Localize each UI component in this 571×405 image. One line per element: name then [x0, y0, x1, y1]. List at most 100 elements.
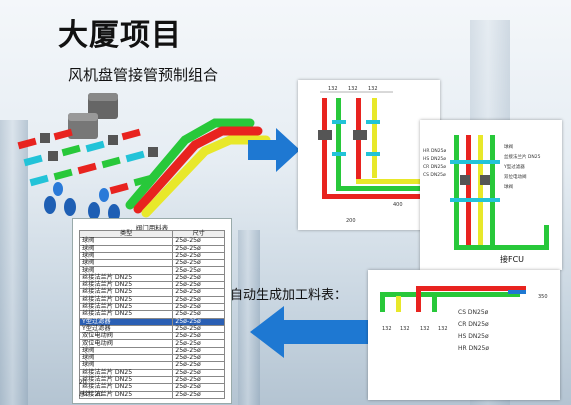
cell-size: 25ø-25ø: [172, 390, 225, 399]
elevation-drawing: 132 132 132 200 400: [318, 86, 426, 224]
cell-type: 双位电动阀: [78, 339, 174, 348]
dim-label: 132: [368, 86, 378, 92]
cell-size: 25ø-25ø: [172, 310, 225, 319]
legend-text: CR DN25ø: [423, 164, 446, 170]
dim-label: 132: [348, 86, 358, 92]
note-text: 丝接法兰片 DN25: [504, 153, 541, 160]
drawing-card-elevation: 132 132 132 200 400: [298, 80, 440, 230]
legend-text: CS DN25ø: [458, 309, 489, 316]
page-title: 大厦项目: [58, 18, 182, 53]
cell-type: 球阀: [78, 237, 174, 246]
cell-type: 丝接法兰片 DN25: [78, 295, 174, 304]
legend-text: HS DN25ø: [458, 333, 489, 340]
cell-size: 25ø-25ø: [172, 259, 225, 268]
drawing-card-detail: HR DN25ø HS DN25ø CR DN25ø CS DN25ø 球阀 丝…: [420, 120, 562, 270]
valve-row: [17, 128, 158, 195]
cell-size: 25ø-25ø: [172, 237, 225, 246]
cell-type: 球阀: [78, 354, 174, 363]
cell-size: 25ø-25ø: [172, 281, 225, 290]
dim-label: 132: [382, 326, 392, 332]
cell-type: 球阀: [78, 346, 174, 356]
cell-size: 25ø-25ø: [172, 346, 225, 356]
cell-size: 25ø-25ø: [172, 302, 225, 312]
motor-icon: [68, 93, 118, 139]
cell-size: 25ø-25ø: [172, 266, 225, 275]
cell-type: Y型过滤器: [78, 317, 174, 326]
table-title: 阀门用料表: [135, 224, 169, 232]
dim-label: 132: [400, 326, 410, 332]
cell-type: 球阀: [78, 251, 174, 261]
cell-size: 25ø-25ø: [172, 383, 225, 392]
cell-type: 丝接法兰片 DN25: [78, 375, 174, 385]
dim-label: 400: [393, 202, 403, 208]
legend-text: HR DN25ø: [423, 148, 446, 154]
table-count: 20: [79, 379, 87, 386]
legend-text: CR DN25ø: [458, 321, 489, 328]
cell-type: 丝接法兰片 DN25: [78, 310, 174, 319]
dim-label: 350: [538, 294, 548, 300]
cell-size: 25ø-25ø: [172, 339, 225, 348]
cell-size: 25ø-25ø: [172, 324, 225, 334]
cell-size: 25ø-25ø: [172, 332, 225, 341]
cell-type: 球阀: [78, 266, 174, 275]
dim-label: 132: [420, 326, 430, 332]
cell-type: 丝接法兰片 DN25: [78, 281, 174, 290]
cell-size: 25ø-25ø: [172, 375, 225, 385]
cell-size: 25ø-25ø: [172, 368, 225, 377]
cell-type: 丝接法兰片 DN25: [78, 273, 174, 283]
cell-type: 丝接法兰片 DN25: [78, 368, 174, 377]
cell-type: 丝接法兰片 DN25: [78, 288, 174, 297]
background-tower-left: [0, 120, 28, 405]
background-tower-mid: [238, 230, 260, 405]
legend-text: CS DN25ø: [423, 172, 446, 178]
dim-label: 132: [438, 326, 448, 332]
cell-size: 25ø-25ø: [172, 295, 225, 304]
note-text: Y型过滤器: [503, 163, 525, 170]
cell-type: 丝接法兰片 DN25: [78, 302, 174, 312]
legend-text: HR DN25ø: [458, 345, 489, 352]
cell-size: 25ø-25ø: [172, 317, 225, 326]
cell-size: 25ø-25ø: [172, 354, 225, 363]
dim-label: 200: [346, 218, 356, 224]
flange-discs: [44, 182, 120, 222]
arrow-left-icon: [250, 306, 368, 358]
fcu-label: 接FCU: [500, 254, 524, 264]
note-text: 球阀: [504, 183, 513, 190]
note-text: 球阀: [504, 143, 513, 150]
plan-drawing: 132 132 132 132 350 CS DN25ø CR DN25ø HS…: [380, 286, 548, 352]
cell-type: 丝接法兰片 DN25: [78, 390, 174, 399]
cell-type: 球阀: [78, 361, 174, 370]
detail-drawing: HR DN25ø HS DN25ø CR DN25ø CS DN25ø 球阀 丝…: [423, 135, 549, 264]
drawing-card-plan: 132 132 132 132 350 CS DN25ø CR DN25ø HS…: [368, 270, 560, 400]
dim-label: 132: [328, 86, 338, 92]
cell-type: 球阀: [78, 259, 174, 268]
arrow-right-icon: [248, 128, 300, 172]
auto-generate-label: 自动生成加工料表：: [230, 288, 348, 303]
cell-size: 25ø-25ø: [172, 251, 225, 261]
cell-size: 25ø-25ø: [172, 361, 225, 370]
note-text: 双位电动阀: [504, 173, 527, 180]
